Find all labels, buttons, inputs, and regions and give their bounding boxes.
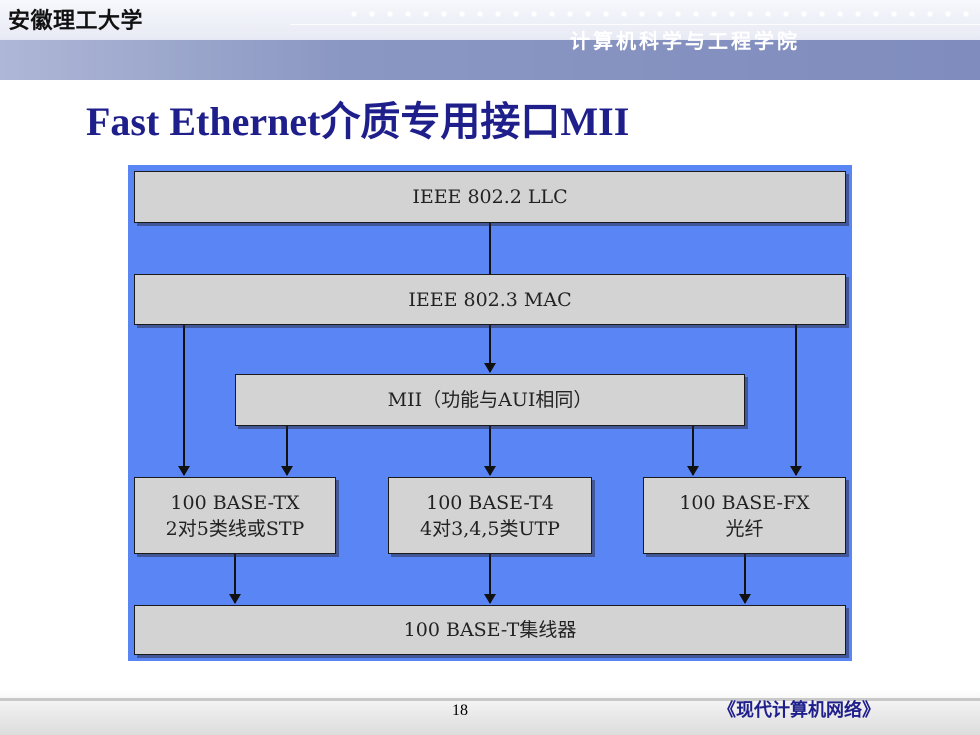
slide-title: Fast Ethernet介质专用接口MII bbox=[86, 99, 630, 144]
page-number: 18 bbox=[452, 702, 468, 719]
connector-arrows bbox=[178, 223, 802, 604]
tx-label-line2: 2对5类线或STP bbox=[165, 517, 305, 540]
mii-label: MII（功能与AUI相同） bbox=[387, 389, 593, 411]
t4-label-line2: 4对3,4,5类UTP bbox=[420, 517, 560, 540]
mac-label: IEEE 802.3 MAC bbox=[408, 288, 572, 311]
llc-label: IEEE 802.2 LLC bbox=[412, 186, 568, 208]
hub-label: 100 BASE-T集线器 bbox=[403, 619, 577, 641]
fx-label-line1: 100 BASE-FX bbox=[679, 491, 810, 514]
mii-interface-box: MII（功能与AUI相同） bbox=[235, 374, 745, 426]
t4-medium-box: 100 BASE-T4 4对3,4,5类UTP bbox=[388, 477, 592, 554]
header-divider-line bbox=[290, 24, 980, 25]
school-name: 安徽理工大学 bbox=[8, 9, 144, 34]
header-bar: 安徽理工大学 计算机科学与工程学院 bbox=[0, 0, 980, 80]
mac-layer-box: IEEE 802.3 MAC bbox=[134, 274, 846, 325]
tx-label-line1: 100 BASE-TX bbox=[170, 491, 300, 514]
fx-label-line2: 光纤 bbox=[725, 517, 764, 540]
book-title: 《现代计算机网络》 bbox=[718, 700, 880, 721]
footer-divider-line bbox=[0, 698, 980, 701]
footer-bar bbox=[0, 690, 980, 735]
header-band bbox=[0, 40, 980, 80]
tx-medium-box: 100 BASE-TX 2对5类线或STP bbox=[134, 477, 336, 554]
hub-box: 100 BASE-T集线器 bbox=[134, 605, 846, 655]
protocol-stack-diagram: IEEE 802.2 LLC IEEE 802.3 MAC MII（功能与AUI… bbox=[128, 165, 852, 661]
llc-layer-box: IEEE 802.2 LLC bbox=[134, 171, 846, 223]
t4-label-line1: 100 BASE-T4 bbox=[426, 491, 554, 514]
fx-medium-box: 100 BASE-FX 光纤 bbox=[643, 477, 846, 554]
header-dot-pattern bbox=[345, 8, 975, 20]
department-name: 计算机科学与工程学院 bbox=[570, 29, 800, 53]
